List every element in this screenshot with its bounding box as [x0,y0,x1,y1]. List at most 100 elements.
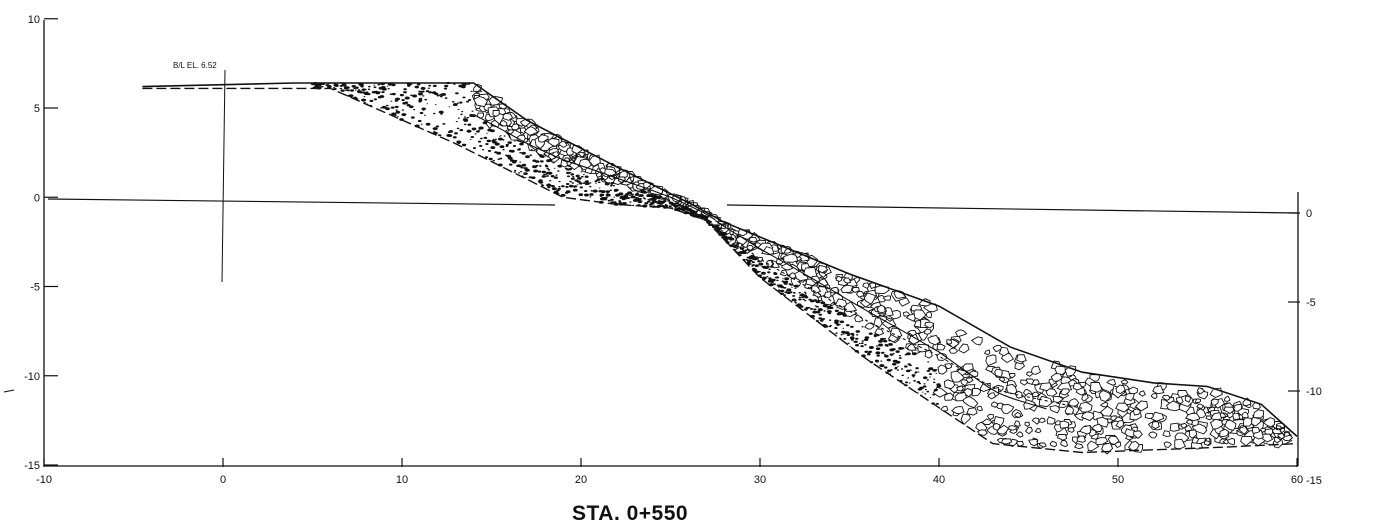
gravel-dot [410,116,415,119]
rubble-stone [1115,419,1125,429]
gravel-dot [391,112,397,116]
gravel-dot [798,291,801,294]
gravel-dot [621,197,626,201]
gravel-dot [636,192,639,194]
rubble-stone [842,277,852,284]
gravel-dot [471,110,474,112]
gravel-dot [804,293,807,295]
gravel-dot [423,114,427,116]
gravel-dot [552,161,555,164]
gravel-dot [379,107,383,109]
gravel-dot [455,92,459,95]
gravel-dot [613,188,619,192]
gravel-dot [769,283,773,285]
gravel-dot [558,186,561,188]
rubble-stone [1120,379,1129,385]
gravel-dot [570,173,575,176]
gravel-dot [606,192,609,194]
gravel-dot [572,176,575,178]
gravel-dot [583,193,590,197]
gravel-dot [439,95,443,98]
rubble-stone [1089,382,1103,393]
gravel-dot [652,200,657,203]
gravel-dot [461,143,467,147]
gravel-dot [755,265,758,267]
gravel-dot [433,92,439,96]
gravel-dot [584,175,589,178]
gravel-dot [845,324,850,327]
rubble-stone [1076,435,1087,443]
gravel-dot [584,183,588,186]
gravel-dot [622,201,627,205]
rubble-stone [1081,392,1089,402]
gravel-dot [610,198,614,201]
rubble-stone [1014,420,1021,427]
left-axis-tick-label: 0 [34,192,40,204]
rubble-stone [1196,403,1204,409]
rubble-stone [1283,431,1291,437]
gravel-dot [671,202,676,206]
rubble-stone [823,291,832,299]
gravel-dot [852,335,855,337]
gravel-dot [913,380,916,382]
gravel-dot [895,350,900,353]
gravel-dot [589,185,592,188]
gravel-dot [421,90,425,93]
gravel-dot [501,139,505,141]
gravel-dot [545,175,549,177]
gravel-dot [340,89,345,92]
rubble-stone [1023,399,1036,410]
gravel-dot [639,197,642,200]
gravel-dot [866,353,871,356]
gravel-dot [523,172,528,175]
rubble-stone [1050,372,1063,382]
gravel-dot [922,385,927,388]
gravel-dot [736,247,739,249]
gravel-dot [768,278,772,281]
gravel-dot [640,200,643,202]
rubble-stone [1163,441,1172,448]
gravel-dot [884,343,889,347]
gravel-dot [576,184,579,186]
gravel-dot [812,294,815,296]
gravel-dot [798,296,802,299]
gravel-dot [777,285,781,287]
gravel-dot [373,84,376,86]
rubble-stone [998,376,1006,383]
gravel-dot [935,372,938,375]
gravel-dot [828,319,832,321]
rubble-stone [1073,412,1085,421]
gravel-dot [677,203,681,206]
x-axis-tick-label: 0 [220,474,226,486]
gravel-dot [427,87,430,89]
gravel-dot [855,337,859,340]
rubble-stone [578,151,585,158]
rubble-stone [834,298,848,308]
gravel-dot [420,92,423,94]
gravel-dot [844,331,850,335]
gravel-dot [492,138,495,140]
gravel-dot [772,283,776,286]
rubble-stone [1251,426,1261,434]
gravel-dot [722,232,727,236]
gravel-dot [590,189,594,192]
rubble-stone [882,295,892,301]
gravel-dot [512,145,517,147]
gravel-dot [478,129,481,131]
gravel-dot [458,84,463,88]
rubble-stone [1191,423,1208,435]
gravel-dot [381,105,387,109]
gravel-dot [462,118,468,122]
gravel-dot [685,207,691,211]
gravel-dot [401,113,407,117]
rubble-stone [1107,435,1120,446]
gravel-dot [568,184,574,188]
gravel-dot [826,310,832,314]
rubble-stone [1028,438,1038,447]
gravel-dot [517,164,522,168]
gravel-dot [734,244,739,248]
gravel-dot [660,204,665,208]
gravel-dot [354,86,359,89]
gravel-dot [477,140,482,143]
